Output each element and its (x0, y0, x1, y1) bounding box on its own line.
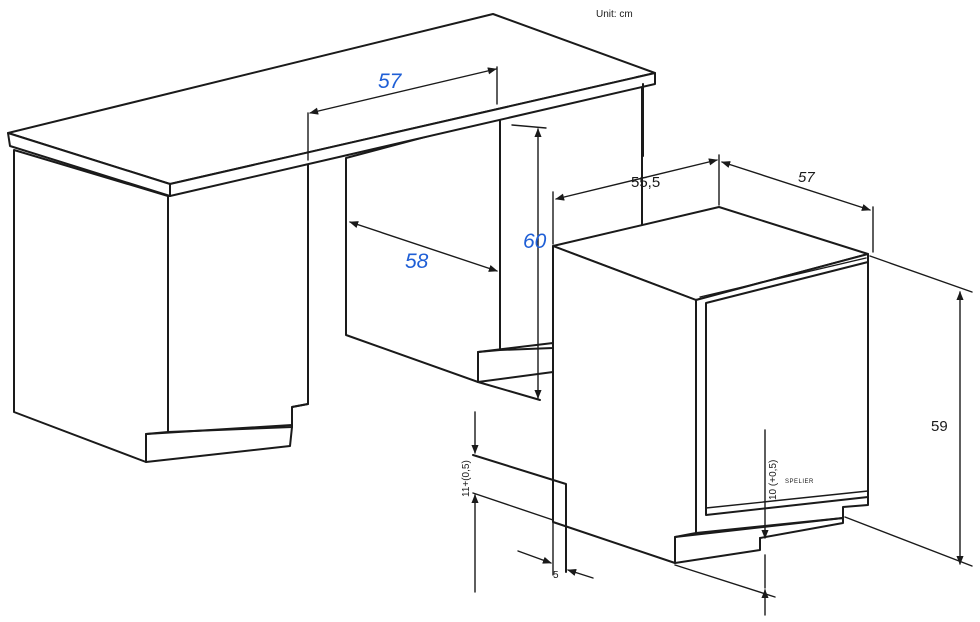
niche-width-dimension: 57 (307, 66, 498, 161)
dishwasher-depth-dimension: 55,5 (552, 154, 720, 245)
left-cabinet-side (13, 149, 169, 463)
dishwasher-door (705, 261, 869, 516)
left-cabinet-plinth (145, 403, 309, 435)
niche-floor-line (477, 381, 541, 401)
niche-depth-dimension: 58 (349, 221, 498, 273)
niche-height-dimension: 60 (511, 124, 547, 399)
countertop-edge-side (7, 132, 171, 197)
niche-width-label: 57 (378, 70, 403, 93)
plinth-height-label: 11+(0,5) (461, 460, 472, 497)
plinth-profile (472, 454, 567, 573)
niche-depth-label: 58 (405, 250, 429, 273)
niche-height-label: 60 (523, 230, 547, 253)
plinth-depth-dimension: 5 (517, 550, 594, 581)
unit-label: Unit: cm (596, 9, 633, 20)
dishwasher-width-dimension: 57 (721, 161, 874, 253)
dishwasher-height-dimension: 59 (844, 255, 973, 567)
dishwasher-plinth (674, 517, 844, 539)
door-gap-dimension: 10 (+0,5) (674, 429, 779, 616)
dishwasher-depth-label: 55,5 (631, 174, 660, 191)
plinth-height-dimension: 11+(0,5) (461, 411, 567, 593)
door-gap-label: 10 (+0,5) (768, 460, 779, 500)
dishwasher-width-label: 57 (798, 169, 815, 186)
plinth-depth-label: 5 (553, 570, 559, 581)
dishwasher-side (552, 245, 697, 564)
dishwasher-height-label: 59 (931, 418, 948, 435)
dishwasher: SPELIER (552, 206, 869, 564)
brand-label: SPELIER (785, 479, 814, 485)
left-cabinet-front (167, 162, 309, 433)
